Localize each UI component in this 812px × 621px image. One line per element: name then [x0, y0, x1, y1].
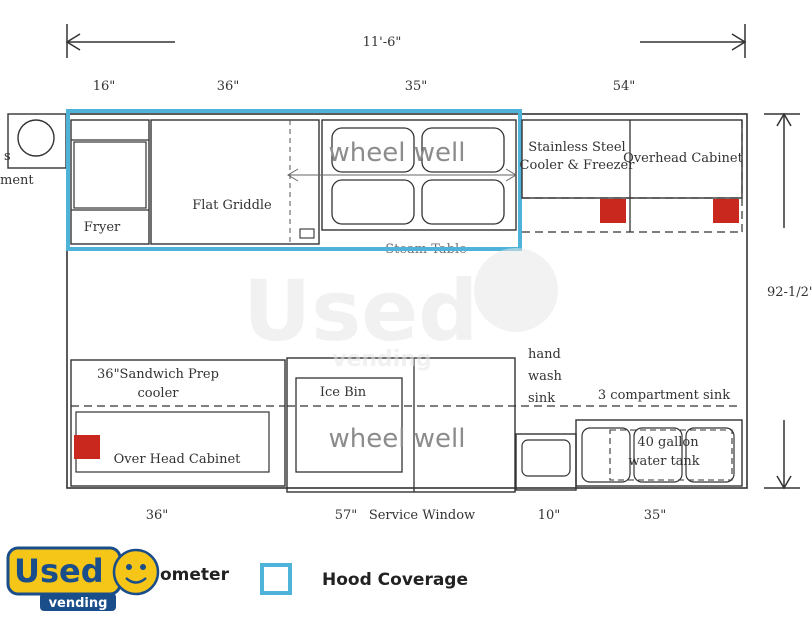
dim-bottom-4: 35" [644, 508, 667, 523]
thermometer-marker-3 [74, 435, 100, 459]
dim-bottom-3: 10" [538, 508, 561, 523]
cooler-label-2: Cooler & Freezer [520, 158, 636, 173]
service-window-label: Service Window [369, 508, 475, 523]
dim-bottom-1: 36" [146, 508, 169, 523]
thermometer-marker-1 [600, 199, 626, 223]
ice-bin-label: Ice Bin [320, 385, 367, 400]
dim-top-4: 54" [613, 79, 636, 94]
overhead-cabinet-top-label: Overhead Cabinet [623, 151, 743, 166]
equipment-left-label-1: s [4, 149, 11, 164]
water-tank-label-1: 40 gallon [637, 435, 699, 450]
water-tank [609, 429, 733, 481]
watermark-text-bottom: vending [332, 347, 432, 372]
cooler-label-1: Stainless Steel [528, 140, 625, 155]
sandwich-label-1: 36"Sandwich Prep [97, 367, 219, 382]
sandwich-prep-cooler: 36"Sandwich Prep cooler Over Head Cabine… [70, 359, 286, 487]
equipment-left-stub: s ment [0, 113, 67, 188]
wheel-well-bottom-label: wheel well [329, 424, 466, 454]
dim-top-1: 16" [93, 79, 116, 94]
thermometer-marker-2 [713, 199, 739, 223]
wheel-well-top-label: wheel well [329, 138, 466, 168]
dim-top-3: 35" [405, 79, 428, 94]
watermark-text-top: Used [243, 262, 478, 360]
hand-wash-label-3: sink [528, 391, 555, 406]
logo-text-bottom: vending [49, 596, 108, 611]
logo-text-top: Used [14, 552, 104, 590]
steam-table: wheel well Steam Table [287, 119, 517, 257]
hand-wash-sink: hand wash sink [515, 347, 577, 491]
overall-width-label: 11'-6" [363, 35, 402, 50]
legend: Used vending ometer Hood Coverage [6, 546, 468, 611]
sandwich-label-2: cooler [138, 386, 180, 401]
equipment-left-label-2: ment [0, 173, 34, 188]
cooler-freezer: Stainless Steel Cooler & Freezer Overhea… [520, 119, 744, 233]
ice-bin: Ice Bin wheel well [286, 357, 742, 493]
hood-legend-label: Hood Coverage [322, 570, 468, 590]
dim-top-2: 36" [217, 79, 240, 94]
depth-dimension: 92-1/2" [764, 112, 812, 490]
three-comp-sink-label: 3 compartment sink [598, 388, 730, 403]
trailer-outline [66, 113, 748, 489]
hand-wash-label-2: wash [528, 369, 563, 384]
thermometer-legend-label: ometer [160, 565, 230, 585]
overall-width-dimension: 11'-6" [65, 24, 747, 58]
fryer: Fryer [70, 119, 150, 245]
overhead-cabinet-bottom-label: Over Head Cabinet [114, 452, 242, 467]
watermark-logo: Used vending [243, 248, 558, 372]
used-vending-logo: Used vending [6, 546, 160, 611]
dim-bottom-2: 57" [335, 508, 358, 523]
fryer-label: Fryer [84, 220, 121, 235]
hand-wash-label-1: hand [528, 347, 561, 362]
hood-legend-swatch [260, 563, 292, 595]
griddle: Flat Griddle [150, 119, 320, 245]
depth-label: 92-1/2" [767, 285, 812, 300]
water-tank-label-2: water tank [628, 454, 699, 469]
griddle-label: Flat Griddle [192, 198, 272, 213]
hood-coverage-area [66, 109, 522, 251]
three-compartment-sink: 3 compartment sink 40 gallon water tank [575, 388, 743, 487]
